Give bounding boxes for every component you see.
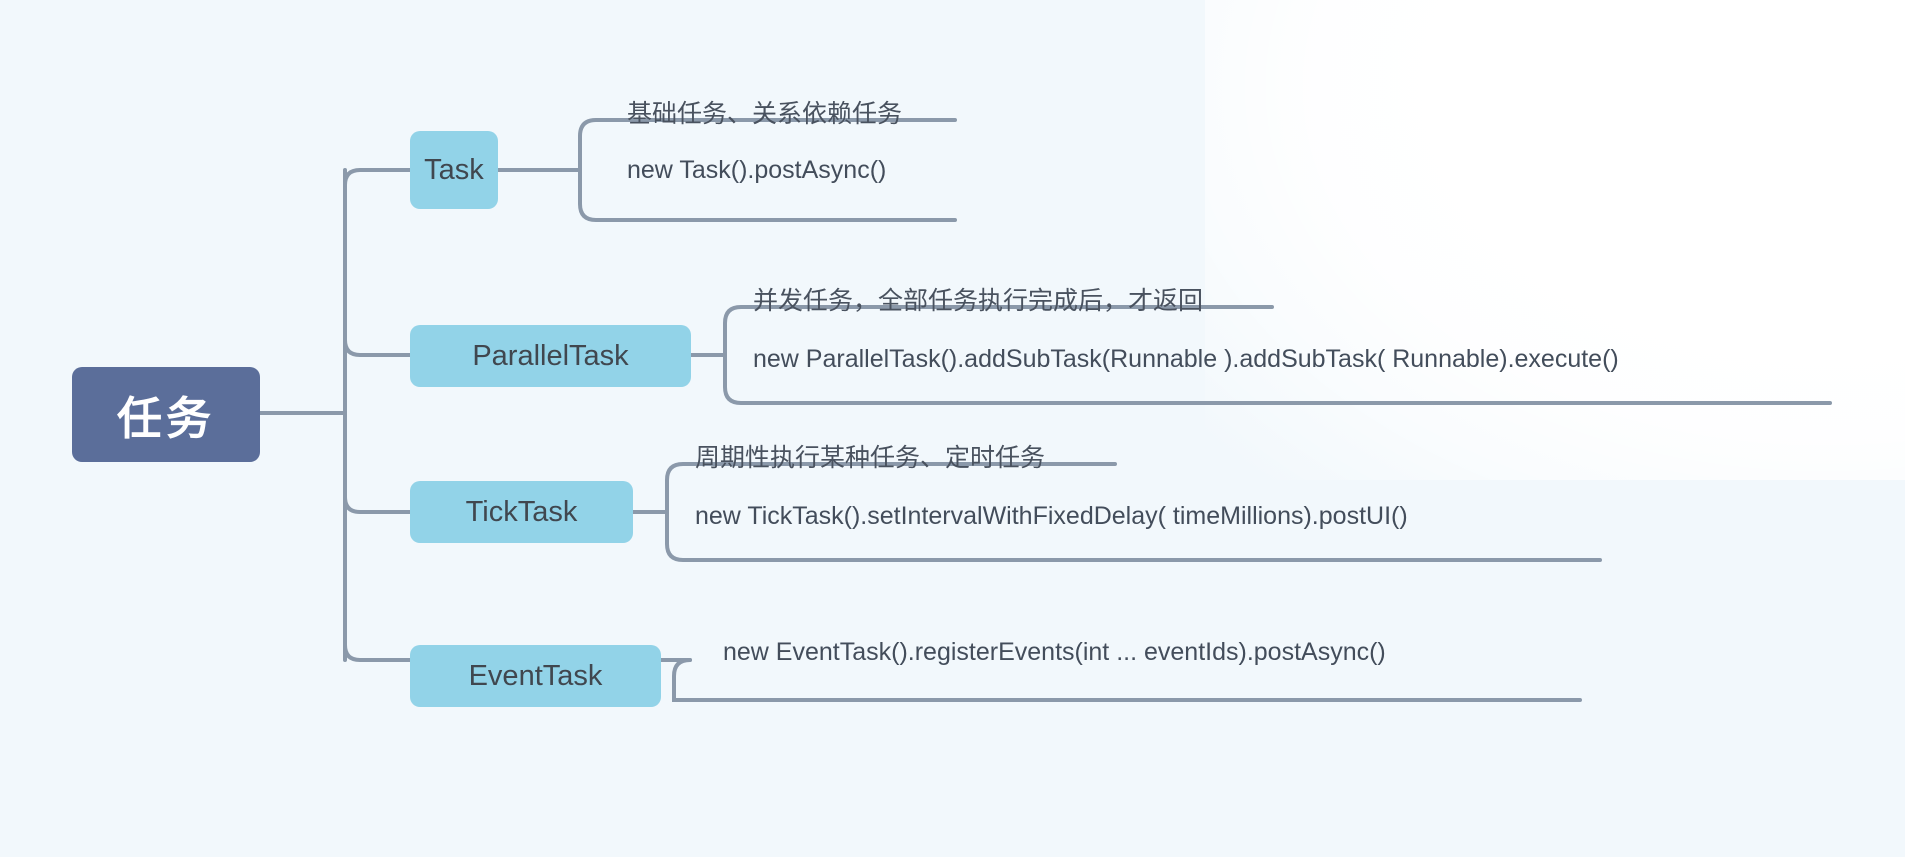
leaf-parallel-task-code: new ParallelTask().addSubTask(Runnable )…: [753, 345, 1619, 373]
leaf-task-code: new Task().postAsync(): [627, 156, 887, 184]
branch-node-tick-task[interactable]: TickTask: [410, 481, 633, 543]
branch-node-parallel-task-label: ParallelTask: [472, 339, 629, 372]
branch-node-event-task[interactable]: EventTask: [410, 645, 661, 707]
leaf-tick-task-code: new TickTask().setIntervalWithFixedDelay…: [695, 502, 1408, 530]
branch-node-event-task-label: EventTask: [468, 659, 603, 692]
root-node[interactable]: 任务: [72, 367, 260, 462]
branch-node-task-label: Task: [424, 153, 484, 186]
leaf-event-task-code: new EventTask().registerEvents(int ... e…: [723, 638, 1386, 666]
branch-node-tick-task-label: TickTask: [465, 495, 578, 528]
branch-node-parallel-task[interactable]: ParallelTask: [410, 325, 691, 387]
edge-task-bracket: [578, 118, 610, 222]
root-node-label: 任务: [116, 393, 215, 444]
edge-trunk-to-parallel: [343, 338, 412, 357]
edge-tick-bracket: [665, 462, 697, 562]
branch-node-task[interactable]: Task: [410, 131, 498, 209]
edge-trunk-to-task: [343, 168, 412, 187]
edge-trunk-to-event: [343, 643, 412, 662]
leaf-task-desc: 基础任务、关系依赖任务: [627, 100, 903, 128]
leaf-tick-task-desc: 周期性执行某种任务、定时任务: [695, 444, 1046, 472]
edge-trunk-to-tick: [343, 495, 412, 514]
edge-parallel-bracket: [723, 305, 755, 405]
leaf-parallel-task-desc: 并发任务，全部任务执行完成后，才返回: [753, 287, 1204, 315]
background-glow: [1205, 0, 1905, 480]
